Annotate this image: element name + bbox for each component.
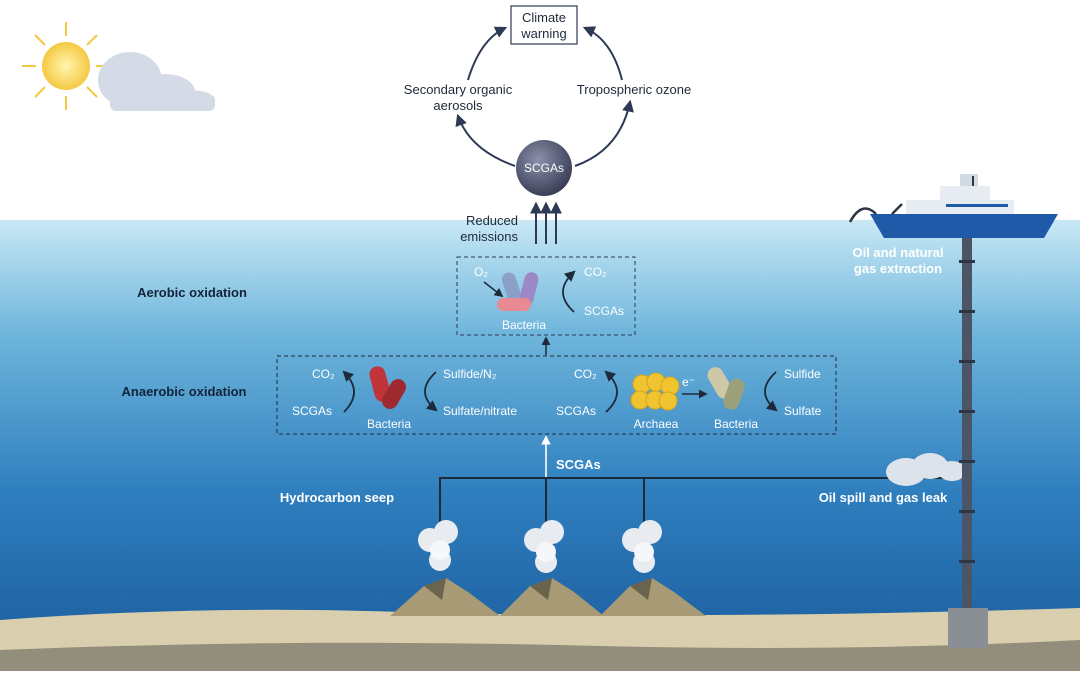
seep-volcano-3 xyxy=(600,520,706,616)
anaerobic-section-label: Anaerobic oxidation xyxy=(122,384,247,399)
aerobic-o2: O₂ xyxy=(474,265,488,279)
cycle-arrow-bottom-right xyxy=(574,99,634,167)
hydrocarbon-seep-label: Hydrocarbon seep xyxy=(280,490,394,505)
anaerobic-right-curve xyxy=(604,370,618,413)
anaerobic-box xyxy=(276,355,837,435)
secondary-aerosols-line1: Secondary organic xyxy=(404,82,513,97)
scgas-source-label: SCGAs xyxy=(556,457,601,472)
bacteria2-icon xyxy=(707,367,745,410)
anaerobic-left-curve xyxy=(342,370,355,413)
climate-warning-line1: Climate xyxy=(522,10,566,25)
sun-icon xyxy=(22,22,110,110)
anaerobic-bacteria-icon xyxy=(369,366,406,409)
archaea-label: Archaea xyxy=(634,417,679,431)
reduced-emissions-line1: Reduced xyxy=(466,213,518,228)
anaerobic-right-co2: CO₂ xyxy=(574,367,597,381)
archaea-icon xyxy=(630,372,680,411)
climate-warning-box xyxy=(510,5,578,45)
seep-volcano-1 xyxy=(390,520,500,616)
extraction-label-line2: gas extraction xyxy=(854,261,942,276)
cycle-arrow-top-left xyxy=(467,26,508,81)
oil-spill-label: Oil spill and gas leak xyxy=(819,490,948,505)
aerobic-bacteria-icon xyxy=(497,272,539,311)
aerobic-box xyxy=(456,256,636,336)
bacteria2-label: Bacteria xyxy=(714,417,758,431)
aerobic-section-label: Aerobic oxidation xyxy=(137,285,247,300)
secondary-aerosols-line2: aerosols xyxy=(433,98,483,113)
wellhead-base xyxy=(948,608,988,648)
ship-icon xyxy=(848,174,1058,238)
seep-volcano-2 xyxy=(500,520,604,616)
anaerobic-far-right-curve xyxy=(764,371,778,412)
anaerobic-sulfate-nitrate: Sulfate/nitrate xyxy=(443,404,517,418)
cycle-arrow-top-right xyxy=(582,26,623,81)
climate-warning-line2: warning xyxy=(520,26,567,41)
aerobic-bacteria-label: Bacteria xyxy=(502,318,546,332)
cloud-icon xyxy=(98,52,215,111)
anaerobic-mid-curve xyxy=(424,371,438,412)
anaerobic-left-co2: CO₂ xyxy=(312,367,335,381)
seep-manifold xyxy=(439,477,968,530)
sulfate-label: Sulfate xyxy=(784,404,822,418)
o2-arrow xyxy=(483,281,504,298)
scgas-sphere-label: SCGAs xyxy=(524,161,564,175)
extraction-label-line1: Oil and natural xyxy=(852,245,943,260)
scgas-sphere xyxy=(516,140,572,196)
anaerobic-right-scgas: SCGAs xyxy=(556,404,596,418)
tropospheric-ozone-label: Tropospheric ozone xyxy=(577,82,691,97)
anaerobic-left-scgas: SCGAs xyxy=(292,404,332,418)
extraction-pipe xyxy=(962,232,972,612)
reduced-emissions-line2: emissions xyxy=(460,229,518,244)
gas-leak-cloud-icon xyxy=(886,453,966,486)
sulfide-label: Sulfide xyxy=(784,367,821,381)
electron-label: e⁻ xyxy=(682,375,695,389)
anaerobic-bacteria-label: Bacteria xyxy=(367,417,411,431)
aerobic-scgas: SCGAs xyxy=(584,304,624,318)
cycle-arrow-bottom-left xyxy=(455,113,516,167)
aerobic-curve-arrow xyxy=(562,270,576,313)
anaerobic-sulfide-n2: Sulfide/N₂ xyxy=(443,367,497,381)
aerobic-co2: CO₂ xyxy=(584,265,607,279)
